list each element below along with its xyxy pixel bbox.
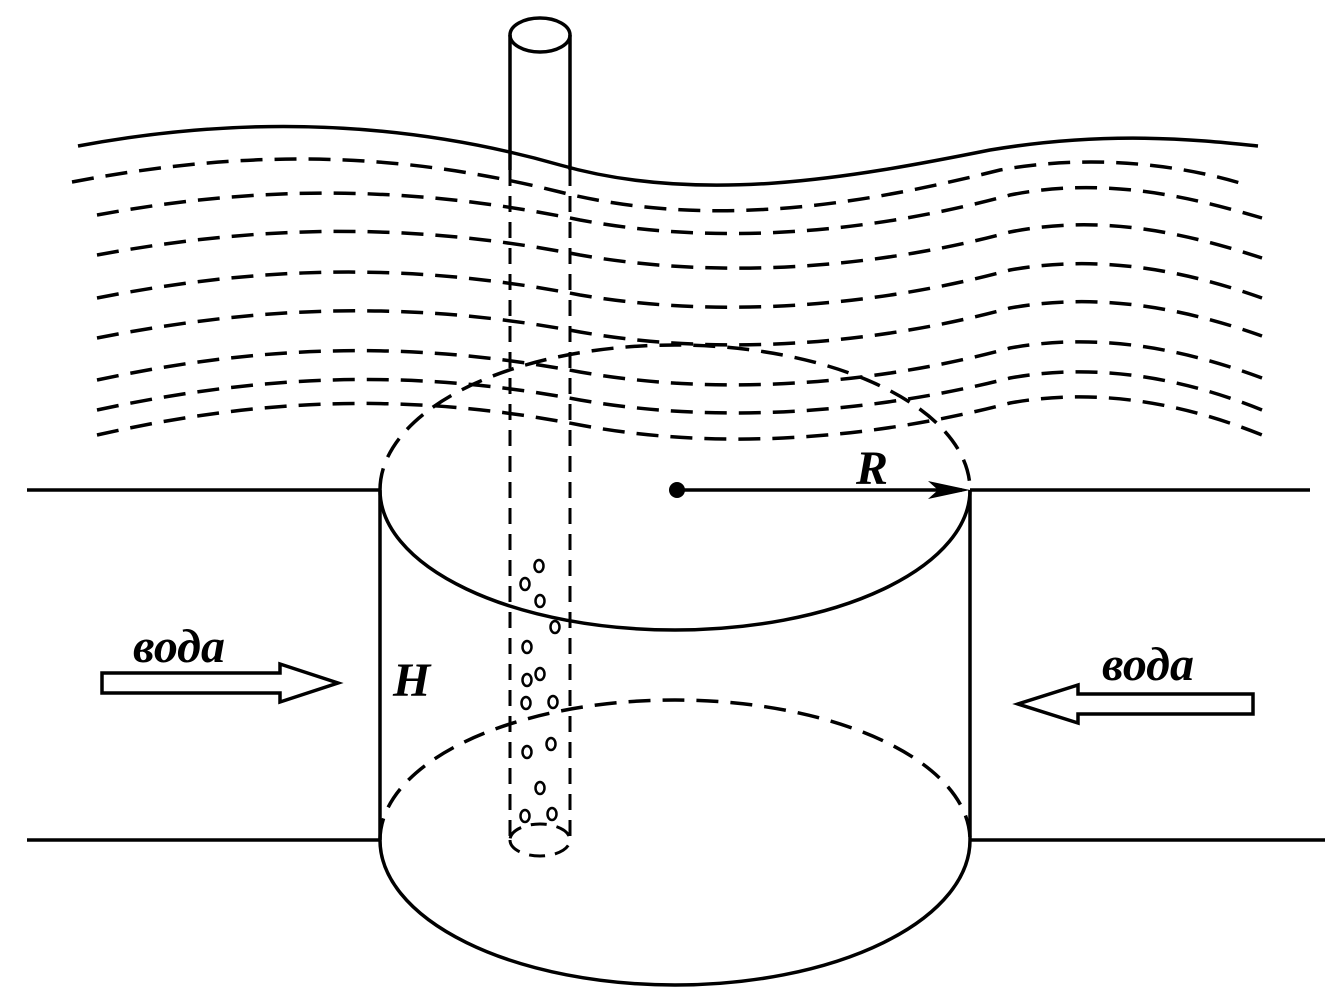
water-inflow-left-arrow: [100, 661, 344, 705]
cylinder-top-front: [378, 489, 972, 632]
arrow-left-shape: [100, 661, 344, 705]
perforation-hole: [545, 736, 557, 752]
perforation-hole: [547, 694, 559, 710]
influence-cylinder: [378, 343, 972, 987]
perforation-hole: [533, 558, 545, 574]
perforation-hole: [521, 744, 533, 760]
perforation-hole: [534, 780, 546, 796]
stratum-line: [96, 185, 1263, 236]
pipe-bottom-opening: [508, 822, 572, 858]
filter-perforations: [519, 558, 561, 824]
height-label: H: [392, 654, 432, 707]
strata-lines: [71, 157, 1263, 441]
stratum-line: [96, 299, 1263, 347]
perforation-hole: [519, 576, 531, 592]
stratum-line: [96, 340, 1263, 387]
perforation-hole: [519, 808, 531, 824]
stratum-line: [96, 395, 1263, 441]
perforation-hole: [520, 695, 532, 711]
perforation-hole: [521, 639, 533, 655]
water-label-right: вода: [1102, 638, 1194, 691]
cylinder-bottom-front: [378, 839, 972, 987]
stratum-line: [96, 261, 1263, 309]
water-label-left: вода: [133, 620, 225, 673]
pipe-top-opening: [508, 16, 572, 54]
cylinder-bottom-back: [378, 698, 972, 841]
stratum-line: [71, 157, 1241, 213]
water-inflow-right-arrow: [1012, 682, 1255, 726]
arrow-right-shape: [1012, 682, 1255, 726]
well-pipe: [508, 16, 572, 858]
perforation-hole: [549, 619, 561, 635]
radius-arrowhead: [928, 481, 970, 499]
radius-arrow: [669, 481, 970, 499]
ground-surface-line: [77, 124, 1259, 187]
stratum-line: [96, 223, 1263, 270]
perforation-hole: [521, 672, 533, 688]
perforation-hole: [534, 666, 546, 682]
perforation-hole: [546, 806, 558, 822]
cylinder-top-back: [378, 343, 972, 491]
perforation-hole: [534, 593, 546, 609]
stratum-line: [96, 370, 1263, 415]
radius-label: R: [855, 442, 888, 495]
